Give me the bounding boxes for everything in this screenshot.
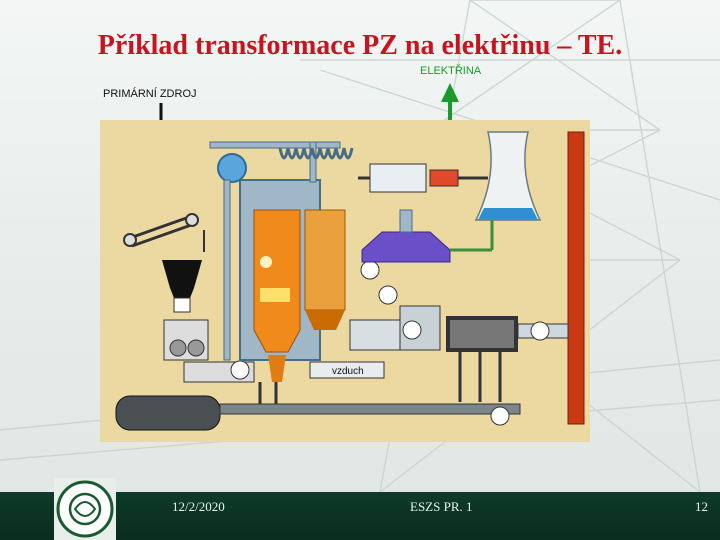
steam-turbine xyxy=(369,163,427,193)
chimney xyxy=(567,131,585,425)
steam-drum xyxy=(217,153,247,183)
condenser xyxy=(361,231,451,263)
faculty-logo xyxy=(54,478,116,540)
footer-center-text: ESZS PR. 1 xyxy=(410,499,473,514)
footer-bar xyxy=(0,492,720,540)
flue-gas-duct xyxy=(349,319,401,351)
economizer xyxy=(304,209,346,311)
coal-hopper xyxy=(162,260,202,298)
page-number: 12 xyxy=(695,499,708,514)
slide-title: Příklad transformace PZ na elektřinu – T… xyxy=(97,30,623,61)
primary-source-label: PRIMÁRNÍ ZDROJ xyxy=(103,88,197,100)
ash-conveyor xyxy=(115,395,221,431)
coal-conveyor xyxy=(123,213,205,252)
boiler-furnace xyxy=(253,209,301,353)
electricity-label: ELEKTŘINA xyxy=(420,65,482,77)
cooling-tower xyxy=(474,131,542,221)
power-plant-diagram: vzduch xyxy=(100,120,590,442)
air-label: vzduch xyxy=(332,366,364,377)
footer-date: 12/2/2020 xyxy=(172,499,225,514)
electrostatic-precipitator xyxy=(446,316,518,402)
